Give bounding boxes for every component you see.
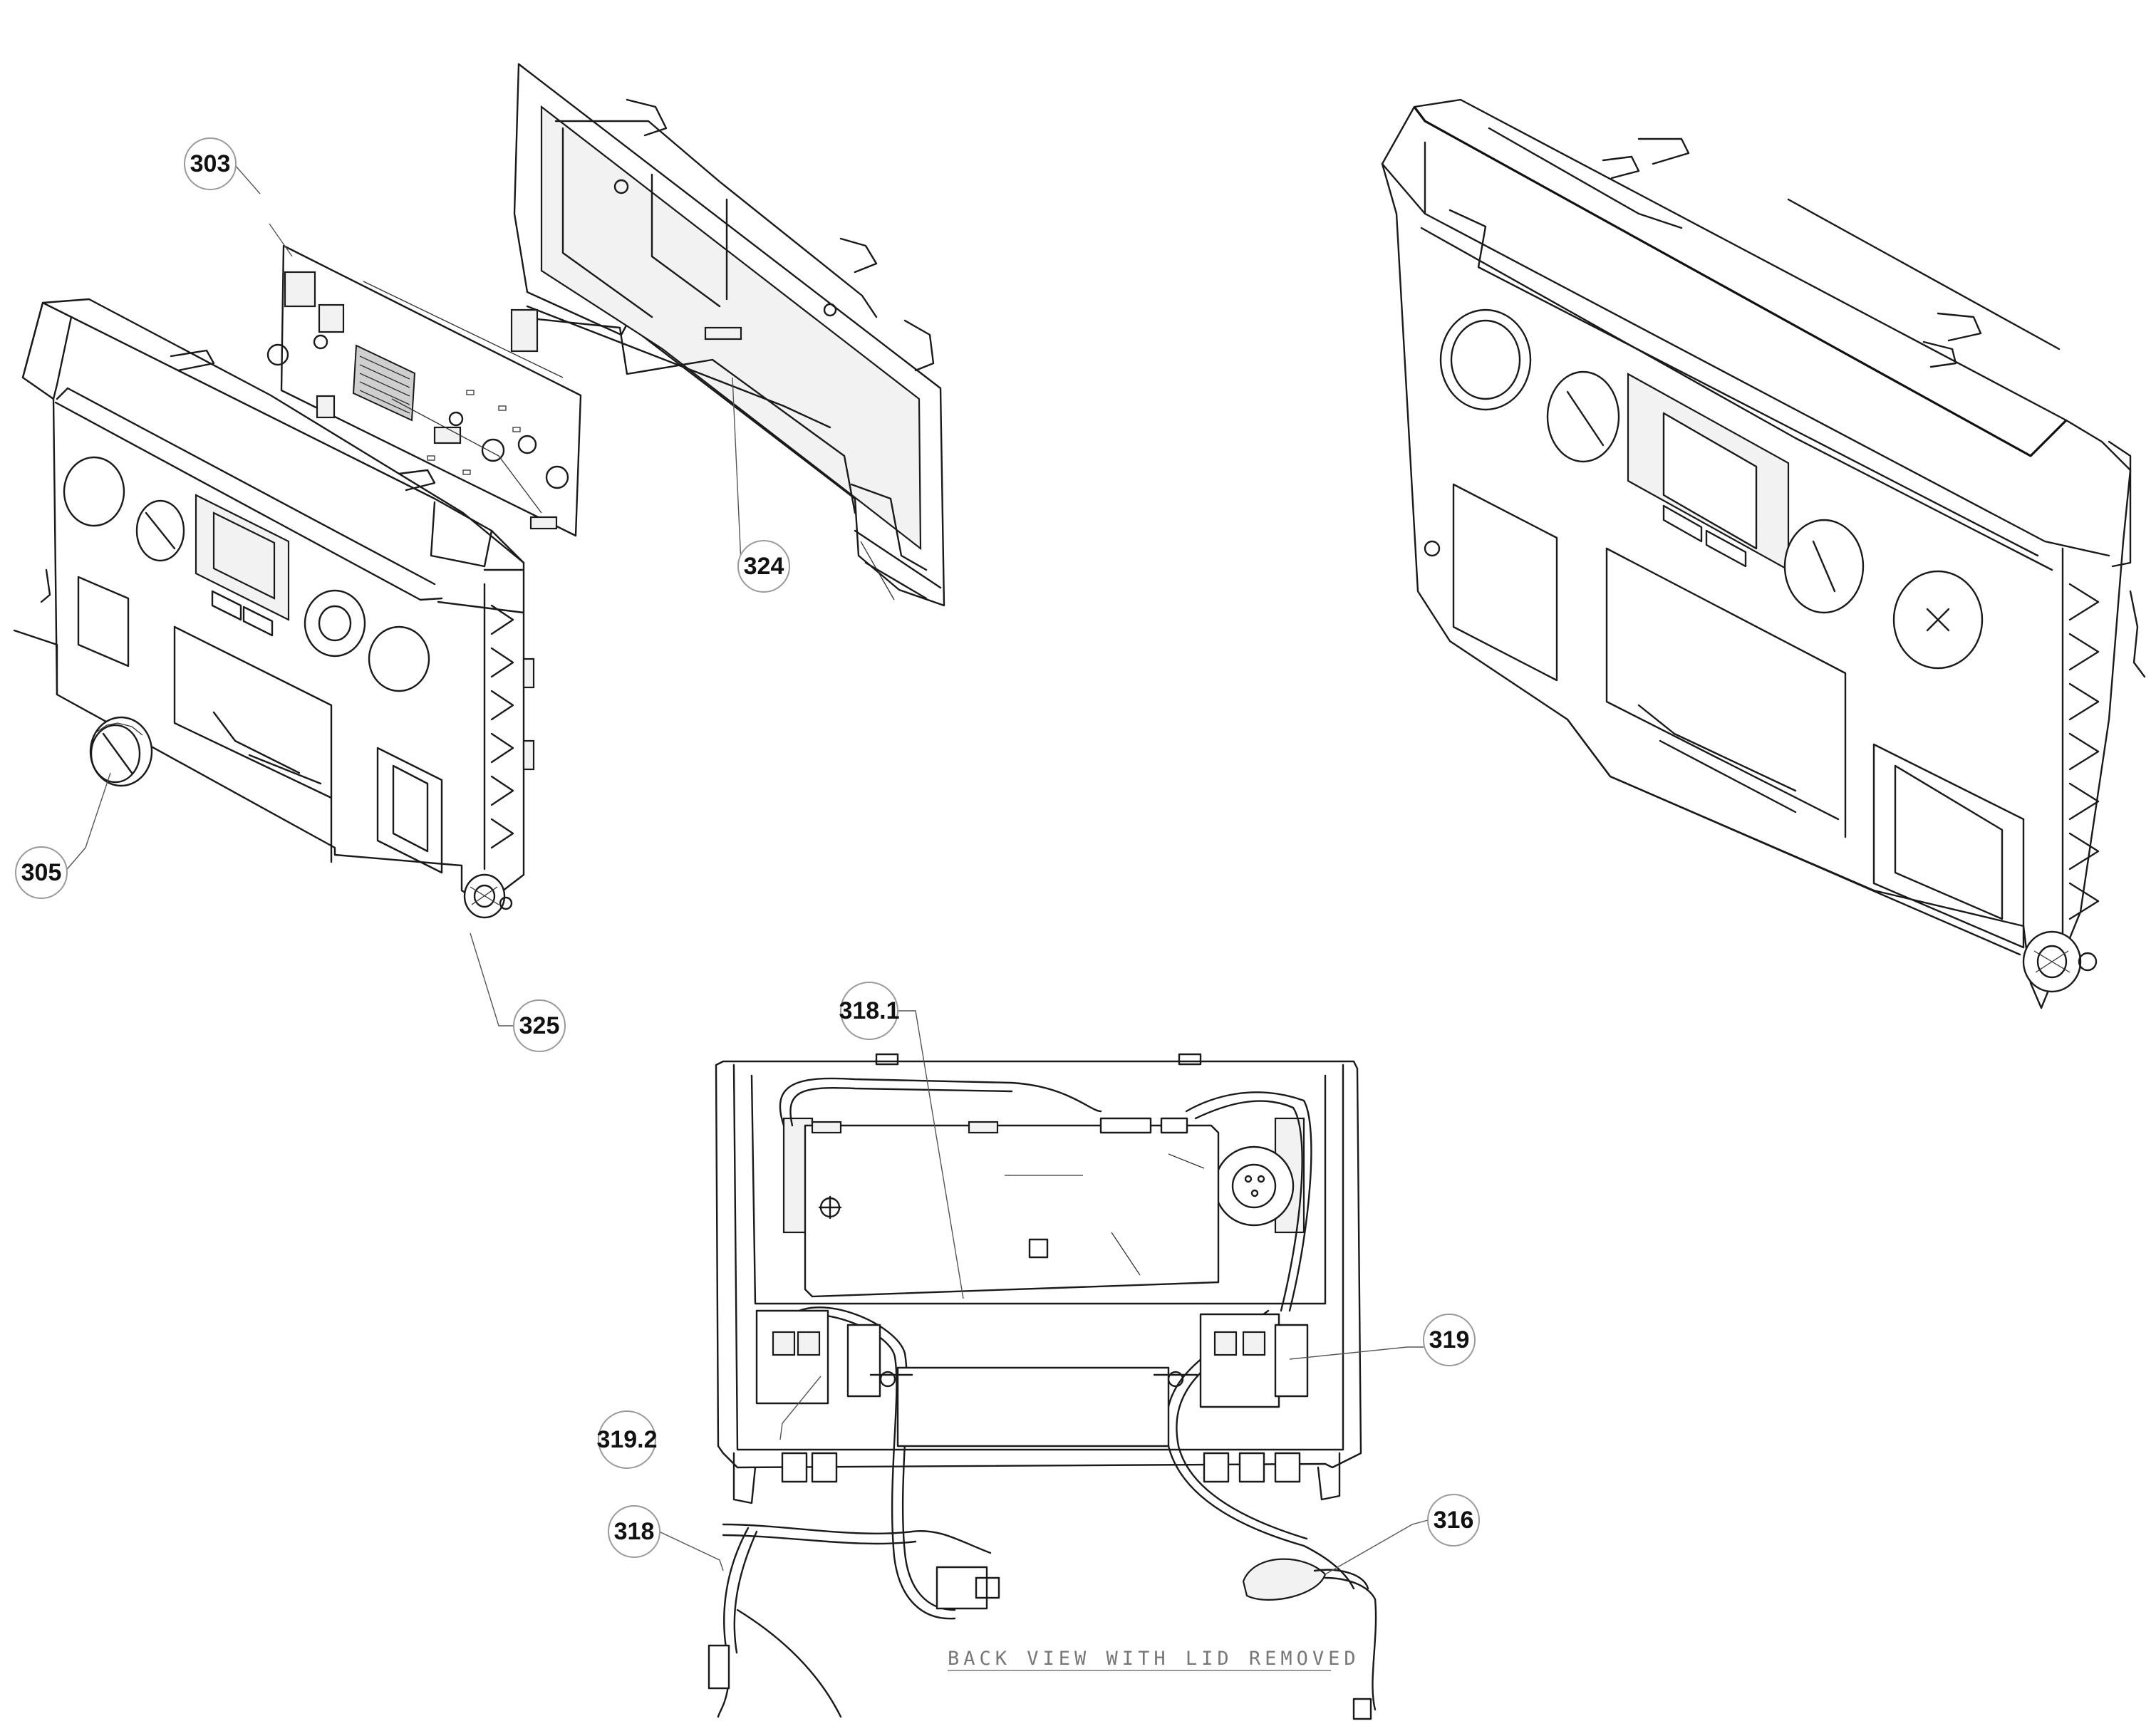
loose-knob-part <box>89 716 153 787</box>
callout-324: 324 <box>737 540 790 593</box>
callout-label-318-1: 318.1 <box>839 997 899 1024</box>
callout-label-303: 303 <box>190 150 231 177</box>
callout-316: 316 <box>1427 1494 1480 1547</box>
callout-label-325: 325 <box>519 1012 560 1039</box>
callout-label-305: 305 <box>21 859 62 886</box>
callout-325: 325 <box>513 999 566 1052</box>
callout-319-2: 319.2 <box>596 1410 658 1469</box>
callout-318: 318 <box>608 1505 660 1558</box>
front-panel-part <box>13 298 535 919</box>
callout-label-319: 319 <box>1429 1326 1470 1353</box>
callout-label-316: 316 <box>1434 1507 1474 1534</box>
back-view <box>708 1053 1377 1720</box>
main-pcb-part <box>266 244 582 537</box>
callout-label-324: 324 <box>744 553 784 580</box>
callout-318-1: 318.1 <box>839 982 900 1040</box>
callout-label-319-2: 319.2 <box>596 1426 657 1453</box>
callout-319: 319 <box>1423 1314 1476 1366</box>
assembled-view <box>1381 98 2146 1009</box>
callout-303: 303 <box>184 137 237 190</box>
back-view-caption: BACK VIEW WITH LID REMOVED <box>948 1648 1360 1670</box>
callout-305: 305 <box>15 846 68 899</box>
rear-cover-part <box>510 63 945 607</box>
callout-label-318: 318 <box>614 1518 655 1545</box>
